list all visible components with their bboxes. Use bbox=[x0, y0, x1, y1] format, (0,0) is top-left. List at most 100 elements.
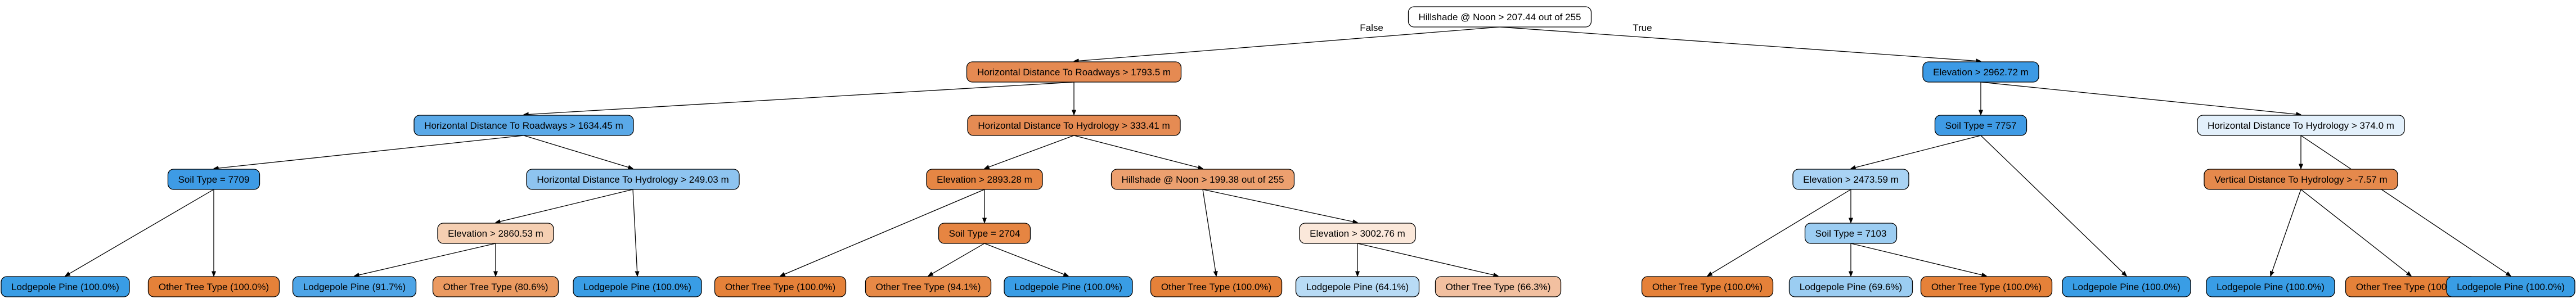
decision-node-elevation-3002-76-m: Elevation > 3002.76 m bbox=[1299, 223, 1416, 244]
node-box bbox=[2204, 169, 2398, 190]
leaf-node-lodgepole-pine-64-1: Lodgepole Pine (64.1%) bbox=[1295, 276, 1420, 297]
edge-n10-to-n15 bbox=[1202, 189, 1357, 223]
decision-node-horizontal-distance-to-hydrology-249-03-m: Horizontal Distance To Hydrology > 249.0… bbox=[526, 169, 740, 190]
node-label: Elevation > 2860.53 m bbox=[448, 228, 543, 239]
edge-n13-to-n19 bbox=[354, 243, 496, 276]
decision-node-hillshade-noon-207-44-out-of-255: Hillshade @ Noon > 207.44 out of 255 bbox=[1408, 6, 1592, 28]
decision-node-elevation-2473-59-m: Elevation > 2473.59 m bbox=[1792, 169, 1909, 190]
node-label: Other Tree Type (100.0%) bbox=[725, 282, 835, 292]
edges-layer: False True bbox=[65, 22, 2511, 276]
node-box bbox=[292, 276, 417, 297]
edge-n3-to-n8 bbox=[523, 135, 633, 169]
node-label: Lodgepole Pine (64.1%) bbox=[1306, 282, 1409, 292]
leaf-node-lodgepole-pine-100-0: Lodgepole Pine (100.0%) bbox=[2206, 276, 2335, 297]
node-box bbox=[1408, 6, 1592, 28]
node-box bbox=[526, 169, 740, 190]
leaf-node-other-tree-type-94-1: Other Tree Type (94.1%) bbox=[865, 276, 992, 297]
edge-n5-to-n11 bbox=[1851, 135, 1981, 169]
edge-label-true: True bbox=[1633, 22, 1652, 33]
edge-n7-to-n17 bbox=[65, 189, 214, 276]
node-box bbox=[1111, 169, 1295, 190]
node-box bbox=[966, 61, 1182, 83]
edge-n12-to-n32 bbox=[2271, 189, 2301, 276]
node-box bbox=[1150, 276, 1283, 297]
node-box bbox=[2197, 115, 2405, 136]
node-box bbox=[1299, 223, 1416, 244]
decision-node-elevation-2860-53-m: Elevation > 2860.53 m bbox=[437, 223, 554, 244]
decision-node-elevation-2962-72-m: Elevation > 2962.72 m bbox=[1922, 61, 2039, 83]
edge-n8-to-n21 bbox=[632, 189, 637, 276]
decision-node-soil-type-2704: Soil Type = 2704 bbox=[938, 223, 1031, 244]
leaf-node-other-tree-type-100-0: Other Tree Type (100.0%) bbox=[1920, 276, 2053, 297]
node-label: Hillshade @ Noon > 207.44 out of 255 bbox=[1419, 12, 1581, 22]
leaf-node-other-tree-type-80-6: Other Tree Type (80.6%) bbox=[432, 276, 559, 297]
node-label: Horizontal Distance To Roadways > 1634.4… bbox=[424, 120, 623, 131]
node-label: Other Tree Type (66.3%) bbox=[1446, 282, 1551, 292]
node-label: Horizontal Distance To Hydrology > 249.0… bbox=[537, 174, 729, 185]
node-label: Other Tree Type (100.0%) bbox=[1161, 282, 1271, 292]
edge-n15-to-n27 bbox=[1357, 243, 1498, 276]
leaf-node-other-tree-type-100-0: Other Tree Type (100.0%) bbox=[2345, 276, 2478, 297]
edge-n0-to-n1 bbox=[1074, 26, 1500, 61]
edge-label-false: False bbox=[1360, 22, 1383, 33]
node-label: Other Tree Type (100.0%) bbox=[2356, 282, 2466, 292]
node-box bbox=[1792, 169, 1909, 190]
node-label: Other Tree Type (94.1%) bbox=[876, 282, 981, 292]
node-label: Elevation > 2893.28 m bbox=[937, 174, 1032, 185]
decision-node-horizontal-distance-to-hydrology-374-0-m: Horizontal Distance To Hydrology > 374.0… bbox=[2197, 115, 2405, 136]
node-box bbox=[1920, 276, 2053, 297]
node-label: Elevation > 3002.76 m bbox=[1310, 228, 1405, 239]
edge-n9-to-n22 bbox=[780, 189, 985, 276]
node-label: Other Tree Type (80.6%) bbox=[443, 282, 549, 292]
node-box bbox=[573, 276, 702, 297]
leaf-node-lodgepole-pine-69-6: Lodgepole Pine (69.6%) bbox=[1788, 276, 1913, 297]
node-box bbox=[1804, 223, 1898, 244]
node-box bbox=[1, 276, 130, 297]
node-label: Lodgepole Pine (100.0%) bbox=[2457, 282, 2565, 292]
edge-n11-to-n28 bbox=[1707, 189, 1851, 276]
node-box bbox=[967, 115, 1181, 136]
leaf-node-lodgepole-pine-100-0: Lodgepole Pine (100.0%) bbox=[2446, 276, 2575, 297]
node-label: Lodgepole Pine (100.0%) bbox=[583, 282, 691, 292]
decision-node-horizontal-distance-to-hydrology-333-41-m: Horizontal Distance To Hydrology > 333.4… bbox=[967, 115, 1181, 136]
edge-n3-to-n7 bbox=[214, 135, 524, 169]
edge-n14-to-n24 bbox=[984, 243, 1068, 276]
node-label: Hillshade @ Noon > 199.38 out of 255 bbox=[1122, 174, 1284, 185]
node-label: Horizontal Distance To Roadways > 1793.5… bbox=[977, 67, 1171, 78]
leaf-node-lodgepole-pine-100-0: Lodgepole Pine (100.0%) bbox=[1, 276, 130, 297]
edge-n2-to-n6 bbox=[1980, 82, 2301, 115]
node-label: Soil Type = 7103 bbox=[1815, 228, 1887, 239]
node-box bbox=[432, 276, 559, 297]
edge-n4-to-n10 bbox=[1073, 135, 1203, 169]
node-box bbox=[167, 169, 260, 190]
node-label: Lodgepole Pine (100.0%) bbox=[2073, 282, 2181, 292]
node-box bbox=[1435, 276, 1562, 297]
decision-node-horizontal-distance-to-roadways-1793-5-m: Horizontal Distance To Roadways > 1793.5… bbox=[966, 61, 1182, 83]
node-label: Other Tree Type (100.0%) bbox=[1652, 282, 1763, 292]
node-label: Elevation > 2962.72 m bbox=[1933, 67, 2029, 78]
node-box bbox=[147, 276, 280, 297]
edge-n14-to-n23 bbox=[928, 243, 985, 276]
edge-n5-to-n31 bbox=[1980, 135, 2127, 276]
edge-n8-to-n13 bbox=[496, 189, 633, 223]
node-box bbox=[926, 169, 1043, 190]
decision-node-horizontal-distance-to-roadways-1634-45-m: Horizontal Distance To Roadways > 1634.4… bbox=[413, 115, 634, 136]
node-label: Lodgepole Pine (69.6%) bbox=[1800, 282, 1902, 292]
leaf-node-other-tree-type-100-0: Other Tree Type (100.0%) bbox=[1641, 276, 1774, 297]
edge-n10-to-n25 bbox=[1202, 189, 1216, 276]
node-box bbox=[2062, 276, 2191, 297]
node-box bbox=[714, 276, 847, 297]
edge-n1-to-n3 bbox=[524, 82, 1075, 115]
node-label: Vertical Distance To Hydrology > -7.57 m bbox=[2214, 174, 2387, 185]
edge-n0-to-n2 bbox=[1499, 26, 1981, 61]
node-label: Lodgepole Pine (91.7%) bbox=[303, 282, 406, 292]
leaf-node-lodgepole-pine-100-0: Lodgepole Pine (100.0%) bbox=[2062, 276, 2191, 297]
node-box bbox=[1004, 276, 1133, 297]
leaf-node-other-tree-type-100-0: Other Tree Type (100.0%) bbox=[147, 276, 280, 297]
decision-node-soil-type-7757: Soil Type = 7757 bbox=[1934, 115, 2027, 136]
node-box bbox=[1934, 115, 2027, 136]
node-box bbox=[437, 223, 554, 244]
node-label: Soil Type = 7709 bbox=[178, 174, 250, 185]
node-box bbox=[1641, 276, 1774, 297]
